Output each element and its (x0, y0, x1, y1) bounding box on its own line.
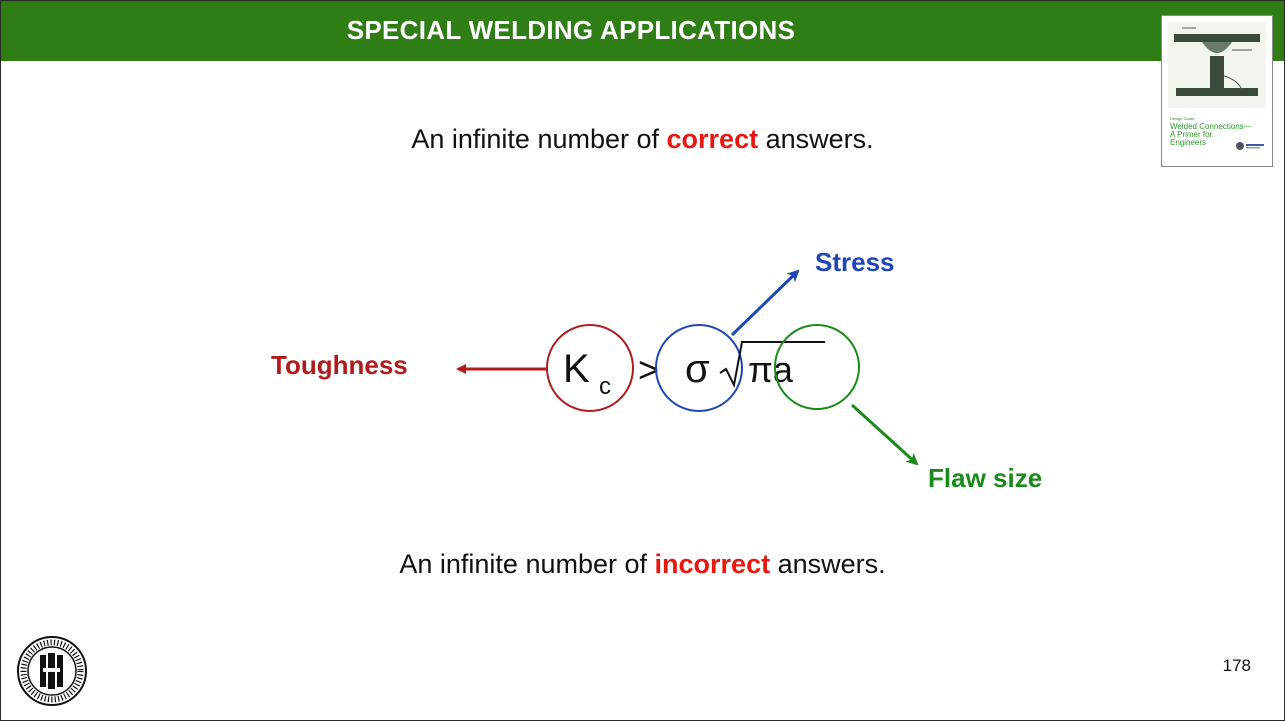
statement-incorrect: An infinite number of incorrect answers. (1, 549, 1284, 580)
slide-title: SPECIAL WELDING APPLICATIONS (346, 15, 796, 45)
thumb-title-line1: Welded Connections— (1170, 122, 1252, 131)
statement-correct-after: answers. (758, 124, 874, 154)
stress-circle (655, 324, 743, 412)
stress-arrow (730, 269, 800, 337)
thumb-title-line3: Engineers (1170, 138, 1206, 147)
flaw-size-arrow (850, 403, 919, 466)
svg-text:Design Guide: Design Guide (1170, 116, 1195, 121)
k-subscript: c (599, 373, 611, 400)
statement-incorrect-before: An infinite number of (399, 549, 655, 579)
k-symbol: K (563, 347, 590, 391)
page-number: 178 (1222, 656, 1251, 675)
highlight-incorrect: incorrect (654, 549, 771, 579)
flaw-size-label: Flaw size (928, 463, 1042, 493)
aisc-seal-logo (17, 636, 87, 706)
square-root-sign (719, 341, 825, 389)
sigma-symbol: σ (685, 347, 710, 391)
toughness-label: Toughness (271, 350, 408, 380)
highlight-correct: correct (666, 124, 759, 154)
statement-incorrect-after: answers. (770, 549, 886, 579)
toughness-circle (546, 324, 634, 412)
greater-than-sign: > (638, 349, 659, 390)
statement-correct: An infinite number of correct answers. (1, 124, 1284, 155)
slide-header: SPECIAL WELDING APPLICATIONS (1, 1, 1284, 61)
thumb-title-line2: A Primer for (1170, 130, 1213, 139)
pi-a-term: πa (748, 349, 794, 390)
statement-correct-before: An infinite number of (411, 124, 667, 154)
stress-label: Stress (815, 247, 895, 277)
book-cover-thumbnail: Design Guide Welded Connections— A Prime… (1161, 15, 1273, 167)
book-cover-image: Design Guide Welded Connections— A Prime… (1162, 16, 1272, 166)
flaw-size-circle (774, 324, 860, 410)
